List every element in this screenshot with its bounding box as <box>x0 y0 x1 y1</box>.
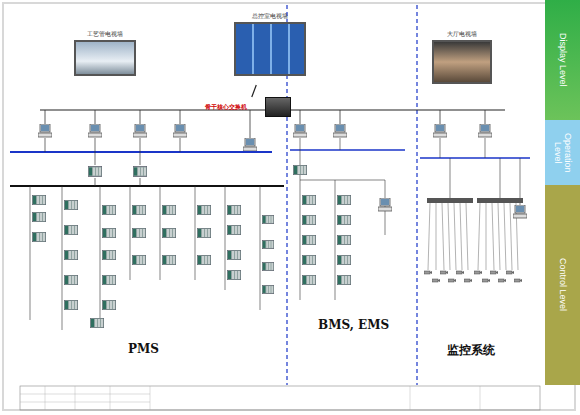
video-wall: 工艺管电视墙 <box>65 30 145 85</box>
video-wall: 总控室电视墙 <box>222 12 318 85</box>
switch-icon <box>265 97 291 117</box>
screen-panel <box>234 22 306 76</box>
level-label: Display Level <box>558 30 568 90</box>
core-switch: 骨干核心交换机 <box>205 97 291 117</box>
level-band: Control Level <box>545 185 580 385</box>
level-band: Display Level <box>545 0 580 120</box>
screen-label: 工艺管电视墙 <box>65 30 145 38</box>
switch-label: 骨干核心交换机 <box>205 97 247 117</box>
level-label: Control Level <box>558 255 568 315</box>
section-label: 监控系统 <box>447 342 495 359</box>
level-band: Operation Level <box>545 120 580 185</box>
screen-panel <box>74 40 136 76</box>
section-label: BMS, EMS <box>318 318 389 332</box>
network-link <box>252 85 257 97</box>
video-wall: 大厅电视墙 <box>422 30 502 92</box>
level-label: Operation Level <box>553 123 573 183</box>
section-label: PMS <box>128 342 159 356</box>
screen-label: 大厅电视墙 <box>422 30 502 38</box>
screen-panel <box>432 40 492 84</box>
screen-label: 总控室电视墙 <box>222 12 318 20</box>
